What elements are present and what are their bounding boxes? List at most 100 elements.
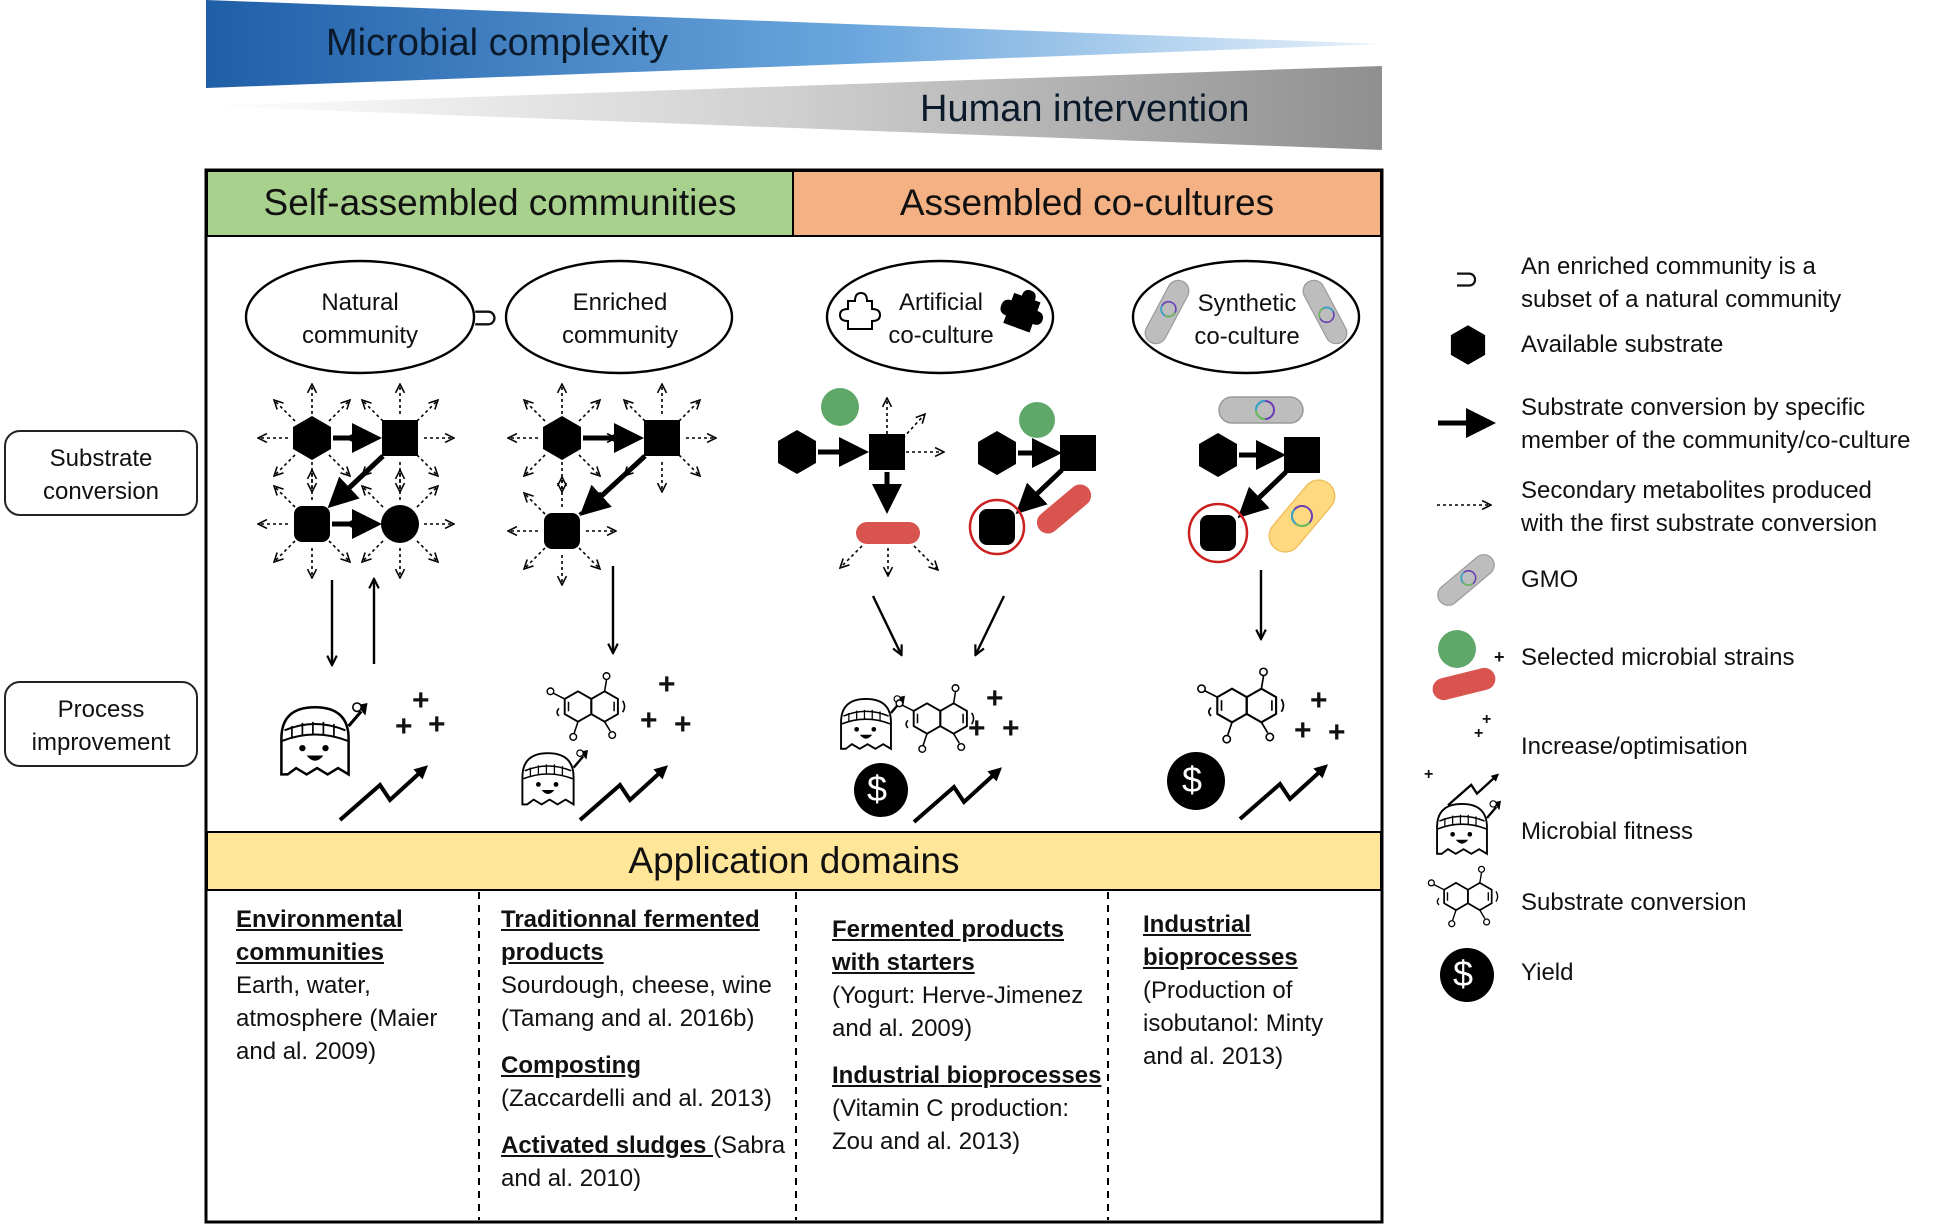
natural-line-1: Natural <box>321 289 399 316</box>
synthetic-line-2: co-culture <box>1194 323 1300 350</box>
legend-substrate-conversion-icon-label: Substrate conversion <box>1521 889 1747 916</box>
legend-yield: Yield <box>1521 959 1574 986</box>
app-heading: bioprocesses <box>1143 944 1298 971</box>
legend-substrate-conversion-arrow: Substrate conversion by specific member … <box>1521 391 1910 457</box>
app-body: (Sabra <box>713 1132 786 1159</box>
plus-icon: + <box>640 704 658 737</box>
plus-icon: + <box>1328 716 1346 749</box>
app-heading: Industrial <box>1143 911 1252 938</box>
enriched-line-1: Enriched <box>572 289 668 316</box>
app-column-3: Fermented products with starters (Yogurt… <box>832 913 1101 1158</box>
substrate-conversion-box: Substrate conversion <box>4 430 198 516</box>
plus-icon: + <box>1294 714 1312 747</box>
app-heading: products <box>501 939 604 966</box>
highlight-circle <box>968 498 1026 556</box>
activated-sludges-line: Activated sludges (Sabra <box>501 1129 785 1162</box>
assembled-header-bg <box>792 170 1382 237</box>
legend-fitness-icon <box>1435 799 1503 856</box>
plus-icon: + <box>1310 684 1328 717</box>
app-heading: Composting <box>501 1052 641 1079</box>
human-intervention-banner <box>206 66 1382 150</box>
dollar-symbol: $ <box>1453 953 1474 994</box>
app-heading: Industrial bioprocesses <box>832 1062 1102 1089</box>
plus-icon: + <box>968 712 986 745</box>
puzzle-outline-icon <box>838 291 882 330</box>
natural-line-2: community <box>301 322 419 349</box>
plus-icon: + <box>1002 712 1020 745</box>
enriched-line-2: community <box>561 322 679 349</box>
plus-icon: + <box>1494 647 1505 667</box>
app-column-2: Traditionnal fermented products Sourdoug… <box>501 903 785 1195</box>
app-heading: Traditionnal fermented <box>501 906 760 933</box>
artificial-coculture-label: Artificial co-culture <box>871 286 1011 352</box>
substrate-conversion-icon <box>546 671 626 742</box>
microbial-complexity-banner <box>206 0 1382 88</box>
app-heading: with starters <box>832 949 975 976</box>
app-body: Zou and al. 2013) <box>832 1128 1021 1155</box>
plus-icon: + <box>428 708 446 741</box>
app-heading: Activated sludges <box>501 1132 714 1159</box>
app-body: and al. 2009) <box>832 1015 973 1042</box>
flow-arrows <box>332 566 1261 664</box>
legend-yield-icon <box>1440 948 1494 1002</box>
legend-line: member of the community/co-culture <box>1521 427 1911 454</box>
microbial-fitness-icon <box>521 748 590 806</box>
enriched-community-ellipse <box>504 259 734 375</box>
application-header-bg <box>206 831 1382 891</box>
selected-strain-red <box>1036 484 1092 534</box>
enriched-community-label: Enriched community <box>510 286 730 352</box>
dollar-symbol: $ <box>1182 759 1203 800</box>
highlight-circle <box>1187 502 1249 564</box>
subset-symbol: ⊃ <box>472 299 499 335</box>
app-heading: Environmental <box>236 906 403 933</box>
legend-line: subset of a natural community <box>1521 286 1842 313</box>
legend-substrate-conversion-icon <box>1427 865 1499 928</box>
artificial-line-2: co-culture <box>888 322 994 349</box>
selected-strain-green <box>821 388 859 426</box>
legend-line: with the first substrate conversion <box>1521 510 1878 537</box>
plus-icon: + <box>1482 711 1492 728</box>
legend-red-strain-icon <box>1432 667 1496 701</box>
app-heading: communities <box>236 939 385 966</box>
artificial-coculture-network-a <box>778 388 944 576</box>
microbial-complexity-label: Microbial complexity <box>326 22 669 64</box>
app-body: (Production of <box>1143 977 1293 1004</box>
legend-line: Secondary metabolites produced <box>1521 477 1872 504</box>
side-label-line: improvement <box>31 729 171 756</box>
synthetic-coculture-ellipse <box>1131 259 1361 375</box>
selected-strain-green <box>1019 402 1055 438</box>
app-body: and al. 2013) <box>1143 1043 1284 1070</box>
app-body: (Tamang and al. 2016b) <box>501 1005 755 1032</box>
synthetic-coculture-label: Synthetic co-culture <box>1177 287 1317 353</box>
gmo-icon <box>1432 549 1500 611</box>
plus-icon: + <box>1424 766 1434 783</box>
yield-icon <box>854 763 908 817</box>
puzzle-filled-icon <box>1000 289 1044 333</box>
legend-gmo: GMO <box>1521 566 1579 593</box>
app-body: (Zaccardelli and al. 2013) <box>501 1085 772 1112</box>
plus-icon: + <box>986 682 1004 715</box>
side-label-line: conversion <box>42 478 160 505</box>
available-substrate-icon <box>1450 325 1486 365</box>
increase-arrow-icon <box>580 768 665 820</box>
substrate-conversion-icon <box>895 683 975 754</box>
human-intervention-label: Human intervention <box>920 88 1250 130</box>
app-body: isobutanol: Minty <box>1143 1010 1324 1037</box>
legend-increase-icon <box>1448 775 1497 805</box>
artificial-coculture-ellipse <box>825 259 1055 375</box>
microbial-fitness-icon <box>279 701 370 776</box>
app-body: Sourdough, cheese, wine <box>501 972 772 999</box>
artificial-line-1: Artificial <box>898 289 983 316</box>
self-assembled-header-bg <box>206 170 794 237</box>
side-label-line: Substrate <box>49 445 153 472</box>
process-improvement-box: Process improvement <box>4 681 198 767</box>
synthetic-coculture-network <box>1187 396 1343 564</box>
natural-community-label: Natural community <box>250 286 470 352</box>
legend-subset-symbol: ⊃ <box>1454 263 1480 296</box>
plus-icon: + <box>412 684 430 717</box>
app-body: and al. 2009) <box>236 1038 377 1065</box>
natural-community-network <box>258 384 454 578</box>
natural-community-ellipse <box>244 259 476 375</box>
microbial-fitness-icon <box>839 694 907 751</box>
